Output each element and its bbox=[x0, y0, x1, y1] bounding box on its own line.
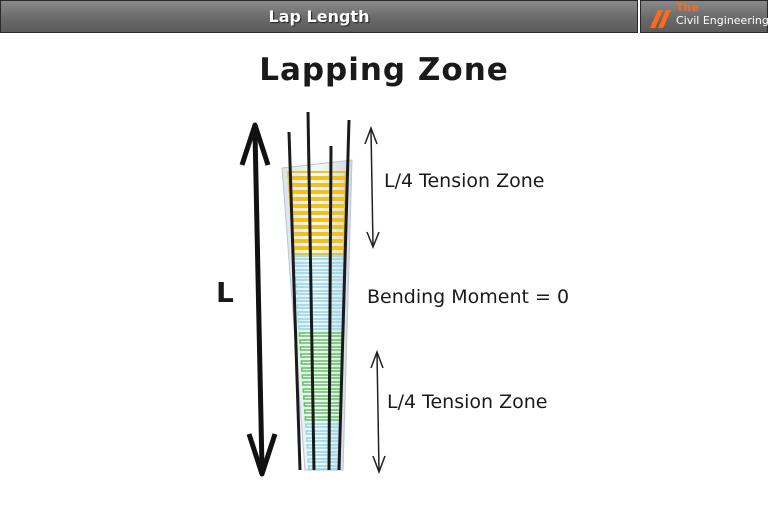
logo-stripes-icon bbox=[650, 10, 671, 28]
top-zone-arrow bbox=[364, 125, 380, 250]
stirrup bbox=[287, 178, 347, 185]
overall-length-arrow bbox=[239, 122, 278, 477]
header-title: Lap Length bbox=[268, 7, 370, 26]
rebar bbox=[337, 119, 351, 471]
stirrup bbox=[288, 185, 347, 192]
diagram-title: Lapping Zone bbox=[259, 52, 509, 88]
rebar bbox=[306, 111, 316, 471]
rebar bbox=[327, 145, 333, 471]
overall-length-label: L bbox=[216, 276, 234, 309]
rebars bbox=[287, 111, 351, 471]
bottom-tension-zone-label: L/4 Tension Zone bbox=[387, 391, 548, 413]
bending-moment-label: Bending Moment = 0 bbox=[367, 286, 570, 308]
stirrup bbox=[287, 171, 347, 178]
rebar bbox=[287, 131, 302, 471]
logo-name: Civil Engineering bbox=[676, 14, 768, 27]
header-bar bbox=[0, 0, 638, 33]
logo-the: The bbox=[676, 1, 699, 14]
top-tension-zone-label: L/4 Tension Zone bbox=[384, 170, 545, 192]
bottom-zone-arrow bbox=[370, 349, 386, 475]
